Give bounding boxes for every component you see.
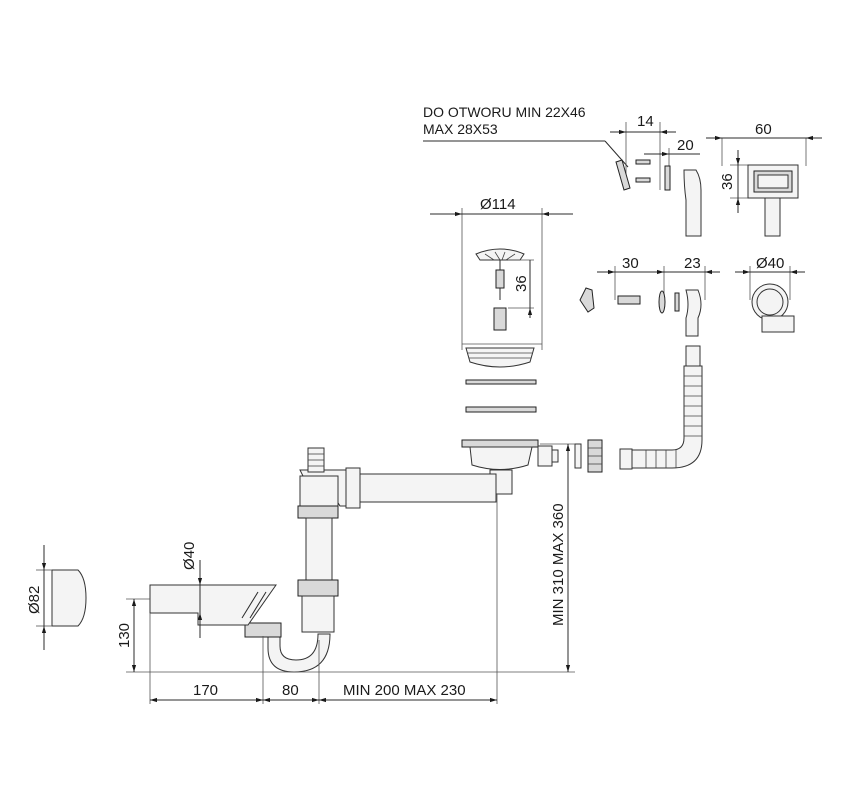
dim-min-max-vertical-label: MIN 310 MAX 360 xyxy=(550,503,567,626)
dim-14-label: 14 xyxy=(637,113,654,130)
dim-36-strainer-label: 36 xyxy=(513,275,530,292)
connector-40: Ø40 xyxy=(735,255,805,333)
overflow-note-line2: MAX 28X53 xyxy=(423,121,498,137)
dim-20-label: 20 xyxy=(677,137,694,154)
dim-36-overflow-label: 36 xyxy=(719,173,736,190)
strainer-basket: Ø114 36 xyxy=(430,196,573,413)
end-cap: Ø82 xyxy=(26,545,87,650)
dim-23-label: 23 xyxy=(684,255,701,272)
dim-82-label: Ø82 xyxy=(26,586,43,614)
connector-parts: 30 23 xyxy=(579,255,720,337)
overflow-note-line1: DO OTWORU MIN 22X46 xyxy=(423,104,586,120)
overflow-box: 60 36 xyxy=(706,121,822,237)
height-130-dim: 130 xyxy=(116,598,296,673)
dim-80-label: 80 xyxy=(282,682,299,699)
dim-60-label: 60 xyxy=(755,121,772,138)
dim-114-label: Ø114 xyxy=(480,196,516,213)
dim-130-label: 130 xyxy=(116,623,133,648)
dim-40-connector-label: Ø40 xyxy=(756,255,784,272)
dim-30-label: 30 xyxy=(622,255,639,272)
side-nut xyxy=(574,439,603,473)
vertical-min-max-dim: MIN 310 MAX 360 xyxy=(296,443,575,673)
flexible-hose xyxy=(619,345,703,470)
siphon-body xyxy=(149,439,559,673)
dim-170-label: 170 xyxy=(193,682,218,699)
pipe-diameter-dim: Ø40 xyxy=(181,542,203,638)
dim-min-max-horizontal-label: MIN 200 MAX 230 xyxy=(343,682,466,699)
bottom-dims: 170 80 MIN 200 MAX 230 xyxy=(149,494,498,704)
overflow-hole-note: DO OTWORU MIN 22X46 MAX 28X53 xyxy=(423,104,629,168)
overflow-screw-assembly: 14 20 xyxy=(610,113,702,237)
dim-40-pipe-label: Ø40 xyxy=(181,542,198,570)
